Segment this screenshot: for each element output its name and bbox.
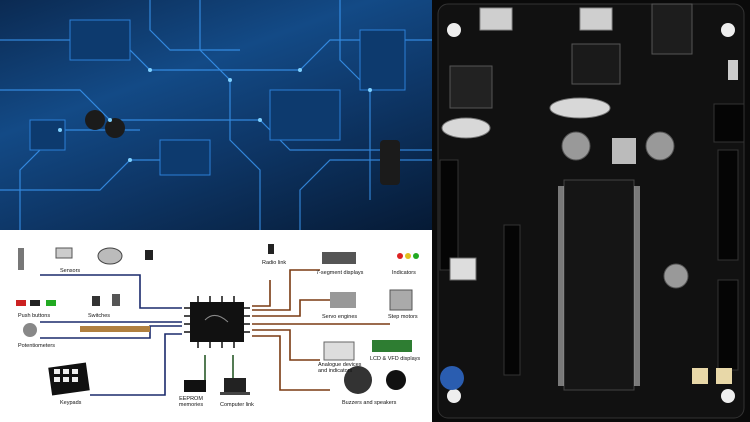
label-eeprom: EEPROM memories	[178, 396, 204, 408]
label-keypads: Keypads	[60, 400, 82, 406]
output-icons	[268, 244, 419, 394]
label-push-buttons: Push buttons	[18, 313, 51, 319]
label-computer-link: Computer link	[220, 402, 254, 408]
eeprom-computer-icons	[184, 378, 250, 395]
label-analogue: Analogue devices and indicators	[318, 362, 362, 374]
label-lcd-vfd: LCD & VFD displays	[370, 356, 421, 362]
label-sensors: Sensors	[60, 268, 81, 274]
microcontroller-diagram: Sensors Push buttons Switches Potentiome…	[0, 230, 432, 422]
dev-board-photo	[432, 0, 750, 422]
power-jack-icon	[651, 3, 693, 55]
diagram-graphics	[16, 244, 419, 396]
dip-chip-icon	[563, 179, 635, 391]
label-switches: Switches	[88, 313, 111, 319]
potentiometer-icons	[23, 323, 150, 337]
label-7-segment: 7-segment displays	[316, 270, 364, 276]
label-radio-link: Radio link	[262, 260, 287, 266]
button-switch-icons	[16, 294, 120, 306]
circuit-board-photo	[0, 0, 432, 230]
label-step-motors: Step motors	[388, 314, 418, 320]
microcontroller-chip-icon	[184, 296, 250, 348]
sensor-icons	[18, 247, 153, 270]
label-servo-engines: Servo engines	[322, 314, 358, 320]
label-potentiometers: Potentiometers	[18, 343, 55, 349]
usb-port-icons	[479, 7, 613, 31]
circuit-traces	[0, 0, 432, 230]
board-graphics	[437, 3, 745, 419]
label-buzzers: Buzzers and speakers	[342, 400, 397, 406]
keypad-icon	[48, 362, 90, 396]
label-indicators: Indicators	[392, 270, 416, 276]
